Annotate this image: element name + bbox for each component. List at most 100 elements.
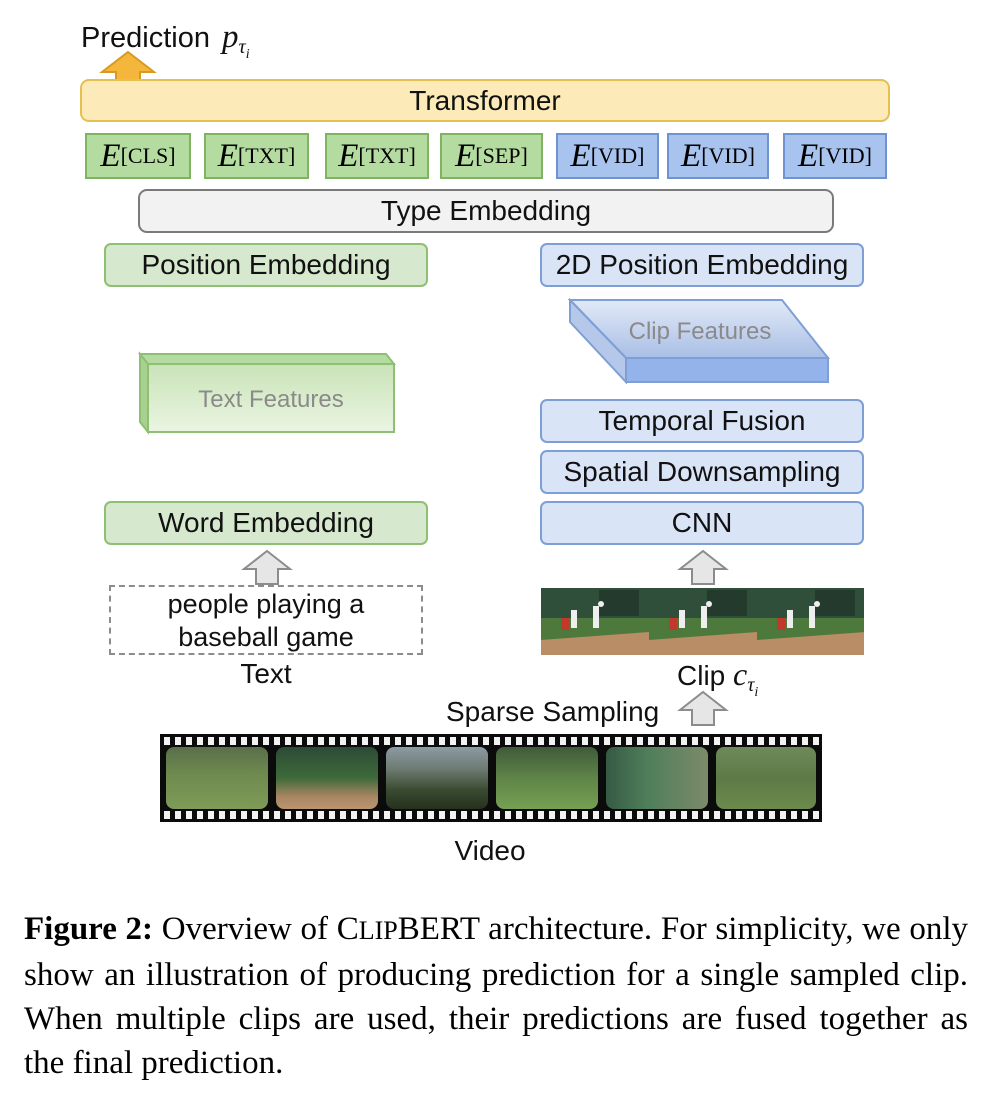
sprocket-hole: [461, 737, 467, 745]
sprocket-hole: [285, 737, 291, 745]
sprocket-hole: [373, 737, 379, 745]
sprocket-hole: [472, 811, 478, 819]
video-frame-4: [496, 747, 598, 809]
sprocket-hole: [296, 811, 302, 819]
sprocket-hole: [604, 737, 610, 745]
embedding-token-6: E[VID]: [667, 133, 769, 179]
sprocket-hole: [428, 737, 434, 745]
sprocket-hole: [615, 811, 621, 819]
embedding-base: E: [455, 137, 476, 174]
caption-figure-number: Figure 2:: [24, 911, 154, 947]
filmstrip-holes-bottom: [164, 811, 819, 819]
embedding-subscript: [VID]: [818, 143, 872, 168]
embedding-token-7: E[VID]: [783, 133, 887, 179]
sprocket-hole: [208, 811, 214, 819]
sprocket-hole: [505, 811, 511, 819]
sprocket-hole: [494, 811, 500, 819]
word-embedding-box: Word Embedding: [104, 501, 428, 545]
sprocket-hole: [351, 811, 357, 819]
sprocket-hole: [560, 737, 566, 745]
embedding-base: E: [217, 137, 238, 174]
sprocket-hole: [428, 811, 434, 819]
sprocket-hole: [164, 737, 170, 745]
clip-frames-image: [541, 588, 864, 655]
text-label: Text: [240, 658, 292, 689]
clip-up-arrow-icon: [677, 549, 729, 585]
embedding-subscript: [VID]: [701, 143, 755, 168]
sprocket-hole: [252, 811, 258, 819]
sprocket-hole: [406, 737, 412, 745]
sprocket-hole: [483, 811, 489, 819]
sprocket-hole: [659, 811, 665, 819]
prediction-label: Prediction pτi: [81, 19, 250, 62]
sprocket-hole: [516, 737, 522, 745]
sprocket-hole: [439, 737, 445, 745]
video-frame-5: [606, 747, 708, 809]
sprocket-hole: [681, 811, 687, 819]
sprocket-hole: [230, 737, 236, 745]
embedding-token-3: E[TXT]: [325, 133, 429, 179]
sprocket-hole: [329, 811, 335, 819]
sprocket-hole: [417, 737, 423, 745]
sprocket-hole: [582, 811, 588, 819]
video-frame-3: [386, 747, 488, 809]
sprocket-hole: [604, 811, 610, 819]
sprocket-hole: [802, 811, 808, 819]
sprocket-hole: [318, 811, 324, 819]
sprocket-hole: [395, 737, 401, 745]
video-label: Video: [454, 835, 526, 866]
text-up-arrow-icon: [241, 549, 293, 585]
sprocket-hole: [175, 811, 181, 819]
sprocket-hole: [527, 737, 533, 745]
sprocket-hole: [307, 811, 313, 819]
embedding-token-1: E[CLS]: [85, 133, 191, 179]
embedding-token-5: E[VID]: [556, 133, 659, 179]
embedding-subscript: [TXT]: [237, 143, 296, 168]
sprocket-hole: [340, 811, 346, 819]
sprocket-hole: [549, 737, 555, 745]
sprocket-hole: [395, 811, 401, 819]
sprocket-hole: [813, 737, 819, 745]
sprocket-hole: [197, 811, 203, 819]
embedding-base: E: [681, 137, 702, 174]
sprocket-hole: [637, 737, 643, 745]
sprocket-hole: [186, 737, 192, 745]
embedding-token-2: E[TXT]: [204, 133, 309, 179]
sprocket-hole: [637, 811, 643, 819]
sprocket-hole: [670, 737, 676, 745]
sprocket-hole: [318, 737, 324, 745]
sprocket-hole: [670, 811, 676, 819]
sprocket-hole: [582, 737, 588, 745]
filmstrip-holes-top: [164, 737, 819, 745]
sprocket-hole: [593, 811, 599, 819]
cnn-box: CNN: [540, 501, 864, 545]
sprocket-hole: [648, 811, 654, 819]
sprocket-hole: [340, 737, 346, 745]
sprocket-hole: [769, 811, 775, 819]
sprocket-hole: [274, 811, 280, 819]
text-input-box: people playing a baseball game: [109, 585, 423, 655]
sprocket-hole: [571, 811, 577, 819]
sprocket-hole: [439, 811, 445, 819]
sprocket-hole: [263, 737, 269, 745]
video-filmstrip: [160, 734, 822, 822]
sprocket-hole: [384, 737, 390, 745]
sprocket-hole: [791, 811, 797, 819]
sprocket-hole: [780, 737, 786, 745]
sprocket-hole: [758, 737, 764, 745]
sprocket-hole: [307, 737, 313, 745]
text-features-label: Text Features: [198, 386, 344, 413]
sprocket-hole: [406, 811, 412, 819]
prediction-symbol: pτi: [222, 19, 250, 62]
embedding-base: E: [798, 137, 819, 174]
sprocket-hole: [538, 737, 544, 745]
sprocket-hole: [648, 737, 654, 745]
embedding-subscript: [SEP]: [475, 143, 528, 168]
sprocket-hole: [384, 811, 390, 819]
sprocket-hole: [725, 811, 731, 819]
sprocket-hole: [703, 811, 709, 819]
sprocket-hole: [362, 811, 368, 819]
sprocket-hole: [736, 737, 742, 745]
sprocket-hole: [197, 737, 203, 745]
clip-symbol: cτi: [733, 656, 759, 700]
